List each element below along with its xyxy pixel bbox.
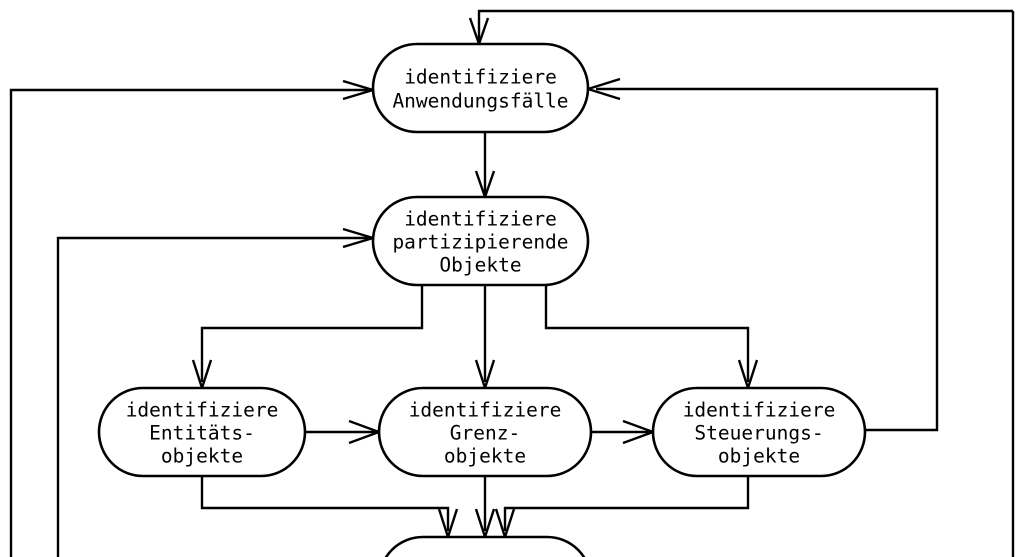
node-entitaetsobjekte-label-line2: Entitäts- (149, 422, 255, 445)
node-partizipierende-objekte[interactable]: identifiziere partizipierende Objekte (371, 195, 590, 287)
edge-top-loop-into-anwendungsfaelle (477, 9, 1013, 42)
edge-partizipierende-to-entitaets (200, 285, 424, 382)
edge-right-loop-into-anwendungsfaelle (596, 87, 939, 432)
node-steuerungsobjekte-shape[interactable] (651, 386, 867, 478)
node-bottom-cropped[interactable] (379, 535, 591, 557)
node-partizipierende-objekte-label-line1: identifiziere (404, 208, 557, 231)
node-steuerungsobjekte-label-line2: Steuerungs- (694, 422, 823, 445)
edge-partizipierende-to-steuerungs (544, 285, 750, 382)
node-bottom-cropped-shape[interactable] (379, 535, 591, 557)
node-partizipierende-objekte-label-line2: partizipierende (392, 231, 568, 254)
node-entitaetsobjekte[interactable]: identifiziere Entitäts- objekte (97, 386, 307, 478)
node-partizipierende-objekte-label-line3: Objekte (439, 254, 521, 277)
node-grenzobjekte-label-line1: identifiziere (409, 399, 562, 422)
node-steuerungsobjekte[interactable]: identifiziere Steuerungs- objekte (651, 386, 867, 478)
node-grenzobjekte[interactable]: identifiziere Grenz- objekte (377, 386, 593, 478)
node-partizipierende-objekte-shape[interactable] (371, 195, 590, 287)
node-entitaetsobjekte-label-line1: identifiziere (126, 399, 279, 422)
node-steuerungsobjekte-label-line1: identifiziere (683, 399, 836, 422)
edge-left-loop-into-partizipierende (56, 236, 370, 557)
node-anwendungsfaelle-label-line1: identifiziere (404, 66, 557, 89)
edge-entitaets-to-bottom (200, 476, 450, 531)
edge-left-loop-into-anwendungsfaelle (9, 88, 370, 557)
node-layer: identifiziere Anwendungsfälle identifizi… (97, 42, 867, 557)
node-steuerungsobjekte-label-line3: objekte (718, 445, 800, 468)
edge-steuerungs-to-bottom (503, 476, 750, 531)
node-anwendungsfaelle[interactable]: identifiziere Anwendungsfälle (371, 42, 590, 134)
node-entitaetsobjekte-shape[interactable] (97, 386, 307, 478)
node-grenzobjekte-label-line3: objekte (444, 445, 526, 468)
node-grenzobjekte-label-line2: Grenz- (450, 422, 520, 445)
node-anwendungsfaelle-label-line2: Anwendungsfälle (392, 90, 568, 113)
node-grenzobjekte-shape[interactable] (377, 386, 593, 478)
node-anwendungsfaelle-shape[interactable] (371, 42, 590, 134)
node-entitaetsobjekte-label-line3: objekte (161, 445, 243, 468)
